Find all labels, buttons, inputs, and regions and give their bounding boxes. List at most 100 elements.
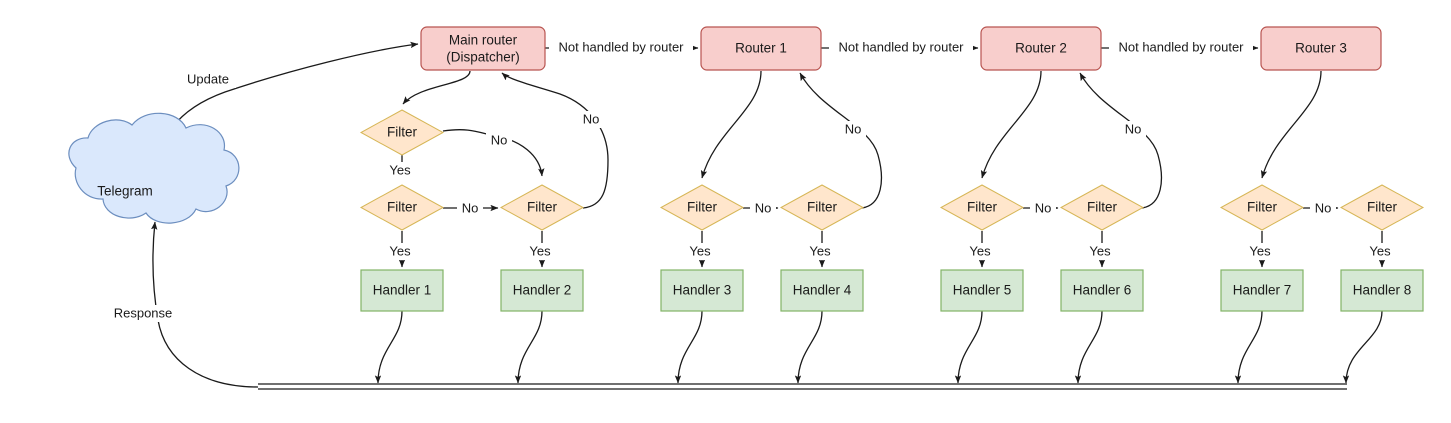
cloud-shape-icon: [68, 112, 240, 224]
node-filter-8[interactable]: Filter: [1339, 184, 1425, 231]
node-router-1[interactable]: Router 1: [700, 26, 822, 71]
handler-3-box: [660, 269, 744, 312]
edge-label-no-pair-2: No: [750, 200, 776, 217]
main-router-label-line1: Main router: [449, 33, 518, 48]
node-main-router[interactable]: Main router (Dispatcher): [420, 26, 546, 71]
handler-5-label: Handler 5: [953, 283, 1012, 298]
no-label-return-2: No: [845, 121, 862, 136]
handler-8-label: Handler 8: [1353, 283, 1412, 298]
edge-label-no-pair-4: No: [1310, 200, 1336, 217]
not-handled-3-label: Not handled by router: [1118, 39, 1244, 54]
node-filter-0[interactable]: Filter: [359, 109, 445, 156]
edge-label-no-return-1: No: [578, 111, 604, 128]
handler-4-label: Handler 4: [793, 283, 852, 298]
main-router-label-line2: (Dispatcher): [446, 50, 520, 65]
yes-label-7: Yes: [1249, 243, 1271, 258]
node-handler-3[interactable]: Handler 3: [660, 269, 744, 312]
no-label-return-3: No: [1125, 121, 1142, 136]
handler-2-label: Handler 2: [513, 283, 572, 298]
edge-label-yes-8: Yes: [1363, 243, 1397, 260]
no-label-pair-1: No: [462, 200, 479, 215]
handler-6-box: [1060, 269, 1144, 312]
node-handler-7[interactable]: Handler 7: [1220, 269, 1304, 312]
filter-2-label: Filter: [527, 200, 558, 215]
filter-3-label: Filter: [687, 200, 718, 215]
no-label-pair-4: No: [1315, 200, 1332, 215]
edge-label-yes-2: Yes: [523, 243, 557, 260]
yes-label-6: Yes: [1089, 243, 1111, 258]
edge-f3-no-to-r1: [799, 72, 883, 209]
filter-5-label: Filter: [967, 200, 998, 215]
handler-2-box: [500, 269, 584, 312]
filter-6-label: Filter: [1087, 200, 1118, 215]
edge-label-not-handled-2: Not handled by router: [829, 39, 973, 57]
edge-label-yes-0: Yes: [383, 162, 417, 179]
filter-0-label: Filter: [387, 125, 418, 140]
filter-5-diamond: [939, 184, 1025, 231]
yes-label-5: Yes: [969, 243, 991, 258]
edge-label-yes-4: Yes: [803, 243, 837, 260]
node-router-3[interactable]: Router 3: [1260, 26, 1382, 71]
handler-4-box: [780, 269, 864, 312]
node-filter-4[interactable]: Filter: [779, 184, 865, 231]
node-handler-8[interactable]: Handler 8: [1340, 269, 1424, 312]
node-handler-5[interactable]: Handler 5: [940, 269, 1024, 312]
handler-1-box: [360, 269, 444, 312]
handler-7-label: Handler 7: [1233, 283, 1292, 298]
edge-main-to-f0: [402, 70, 471, 105]
telegram-cloud-node[interactable]: Telegram: [68, 112, 240, 224]
filter-7-label: Filter: [1247, 200, 1278, 215]
edge-label-yes-6: Yes: [1083, 243, 1117, 260]
router-2-label: Router 2: [1015, 41, 1067, 56]
yes-label-2: Yes: [529, 243, 551, 258]
edge-h7-to-bus: [1234, 310, 1263, 384]
filter-4-diamond: [779, 184, 865, 231]
edge-r1-to-f2: [700, 70, 762, 179]
node-filter-1[interactable]: Filter: [359, 184, 445, 231]
no-label-pair-2: No: [755, 200, 772, 215]
node-filter-2[interactable]: Filter: [499, 184, 585, 231]
no-label-return-1: No: [583, 111, 600, 126]
response-label: Response: [114, 305, 173, 320]
handler-7-box: [1220, 269, 1304, 312]
edge-r2-to-f4: [980, 70, 1042, 179]
node-handler-4[interactable]: Handler 4: [780, 269, 864, 312]
filter-6-diamond: [1059, 184, 1145, 231]
telegram-label: Telegram: [97, 184, 153, 199]
node-filter-5[interactable]: Filter: [939, 184, 1025, 231]
node-filter-6[interactable]: Filter: [1059, 184, 1145, 231]
edge-f1-no-to-main: [501, 72, 609, 209]
edge-f5-no-to-r2: [1079, 72, 1163, 209]
edge-h6-to-bus: [1074, 310, 1103, 384]
filter-0-diamond: [359, 109, 445, 156]
edge-h5-to-bus: [954, 310, 983, 384]
update-label: Update: [187, 71, 229, 86]
yes-label-4: Yes: [809, 243, 831, 258]
edge-h8-to-bus: [1342, 310, 1383, 384]
filter-8-label: Filter: [1367, 200, 1398, 215]
edge-label-no-return-2: No: [840, 121, 866, 138]
filter-1-diamond: [359, 184, 445, 231]
edge-label-yes-7: Yes: [1243, 243, 1277, 260]
router-1-box: [700, 26, 822, 71]
no-label-f0: No: [491, 132, 508, 147]
not-handled-1-label: Not handled by router: [558, 39, 684, 54]
filter-8-diamond: [1339, 184, 1425, 231]
node-handler-6[interactable]: Handler 6: [1060, 269, 1144, 312]
yes-label-0: Yes: [389, 162, 411, 177]
filter-7-diamond: [1219, 184, 1305, 231]
edge-h3-to-bus: [674, 310, 703, 384]
yes-label-3: Yes: [689, 243, 711, 258]
node-filter-3[interactable]: Filter: [659, 184, 745, 231]
edge-label-response: Response: [107, 305, 179, 322]
node-handler-2[interactable]: Handler 2: [500, 269, 584, 312]
node-handler-1[interactable]: Handler 1: [360, 269, 444, 312]
filter-4-label: Filter: [807, 200, 838, 215]
filter-1-label: Filter: [387, 200, 418, 215]
edge-label-no-f0: No: [486, 132, 512, 149]
node-router-2[interactable]: Router 2: [980, 26, 1102, 71]
node-filter-7[interactable]: Filter: [1219, 184, 1305, 231]
edge-r3-to-f6: [1260, 70, 1322, 179]
yes-label-8: Yes: [1369, 243, 1391, 258]
